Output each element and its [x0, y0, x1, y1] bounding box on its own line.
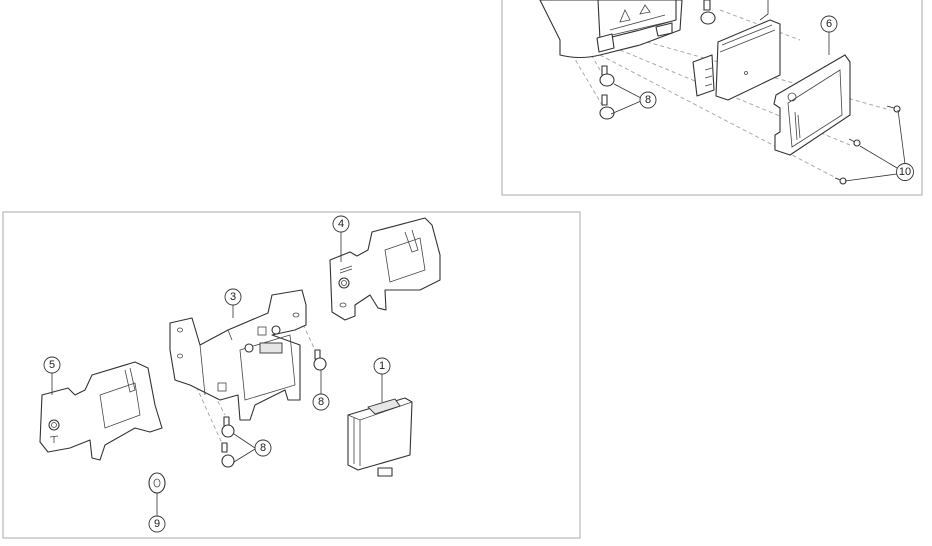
callout-6: 6: [820, 15, 838, 33]
washer-icon: [148, 472, 166, 494]
callout-8b: 8: [254, 439, 272, 457]
bottom-panel: 4 3 5 1 8 8 9: [2, 211, 581, 539]
screw-icon: [834, 105, 901, 185]
bracket-housing: [539, 0, 683, 59]
callout-10: 10: [896, 163, 914, 181]
bolt-icon: [221, 349, 327, 468]
bracket-5: [39, 361, 163, 461]
bolt-icon: [599, 65, 615, 120]
svg-text:3: 3: [230, 291, 236, 303]
bracket-3: [169, 289, 307, 421]
svg-text:4: 4: [338, 218, 344, 230]
top-panel: 6 8 10: [501, 0, 923, 196]
control-module-1: [347, 397, 413, 477]
callout-4: 4: [332, 215, 350, 233]
mounting-frame: [773, 54, 851, 156]
svg-text:1: 1: [379, 360, 385, 372]
callout-9: 9: [148, 515, 166, 533]
bracket-4: [329, 217, 441, 321]
svg-text:6: 6: [826, 18, 832, 30]
svg-text:5: 5: [49, 359, 55, 371]
bolt-icon: [700, 0, 716, 25]
callout-8a: 8: [312, 393, 330, 411]
callout-3: 3: [224, 288, 242, 306]
svg-text:8: 8: [260, 442, 266, 454]
callout-1: 1: [373, 357, 391, 375]
svg-text:9: 9: [154, 518, 160, 530]
control-module: [692, 19, 781, 101]
callout-8: 8: [639, 91, 657, 109]
callout-5: 5: [43, 356, 61, 374]
svg-text:8: 8: [318, 396, 324, 408]
svg-text:10: 10: [899, 166, 911, 178]
svg-text:8: 8: [645, 94, 651, 106]
